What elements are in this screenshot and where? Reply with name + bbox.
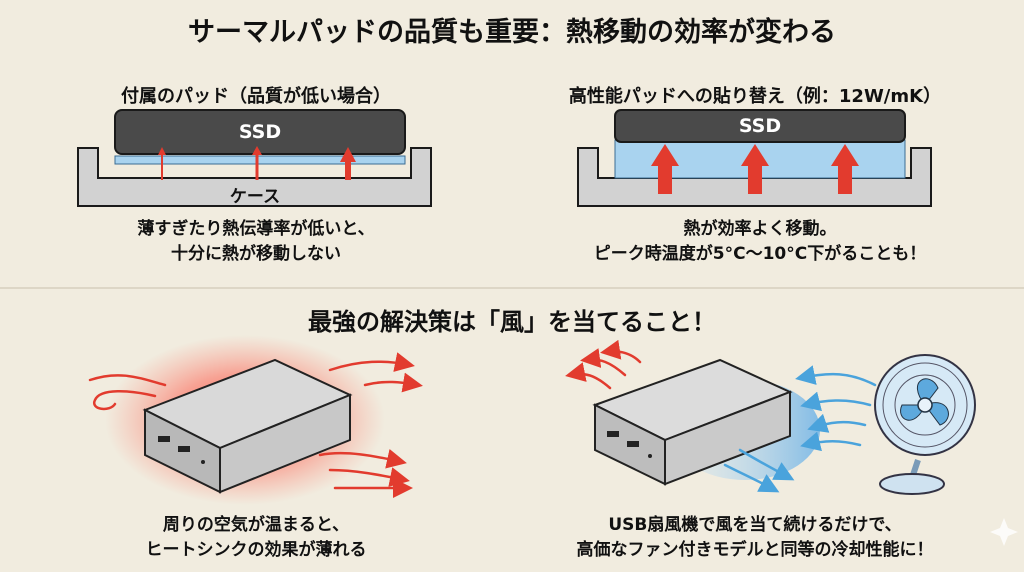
wind-arrow-icon — [88, 352, 423, 498]
fan-icon — [874, 354, 976, 495]
case-label: ケース — [229, 187, 281, 207]
ssd-label-right: SSD — [738, 115, 782, 137]
bottom-right-caption-line1: USB扇風機で風を当て続けるだけで、 — [608, 515, 902, 535]
page-title: サーマルパッドの品質も重要：熱移動の効率が変わる — [188, 17, 836, 48]
right-caption-line2: ピーク時温度が5°C〜10°C下がることも！ — [593, 244, 927, 264]
bottom-right-caption-line2: 高価なファン付きモデルと同等の冷却性能に！ — [576, 540, 934, 560]
enclosure-icon — [142, 358, 353, 494]
enclosure-icon-left — [77, 109, 432, 207]
bottom-left-caption-line1: 周りの空気が温まると、 — [162, 515, 350, 535]
sparkle-icon — [990, 518, 1018, 546]
right-caption-line1: 熱が効率よく移動。 — [683, 219, 837, 239]
heat-arrow-icon — [158, 146, 356, 180]
heat-arrow-icon — [651, 144, 859, 194]
bottom-left-caption-line2: ヒートシンクの効果が薄れる — [145, 540, 367, 560]
right-heading: 高性能パッドへの貼り替え（例：12W/mK） — [568, 86, 942, 107]
section-divider — [0, 287, 1024, 289]
left-caption-line1: 薄すぎたり熱伝導率が低いと、 — [137, 219, 375, 239]
section2-title: 最強の解決策は「風」を当てること！ — [308, 308, 716, 336]
enclosure-icon — [592, 358, 793, 486]
left-caption-line2: 十分に熱が移動しない — [171, 244, 341, 264]
wind-arrow-icon — [565, 339, 877, 493]
ssd-label-left: SSD — [238, 121, 282, 143]
left-heading: 付属のパッド（品質が低い場合） — [121, 86, 391, 107]
